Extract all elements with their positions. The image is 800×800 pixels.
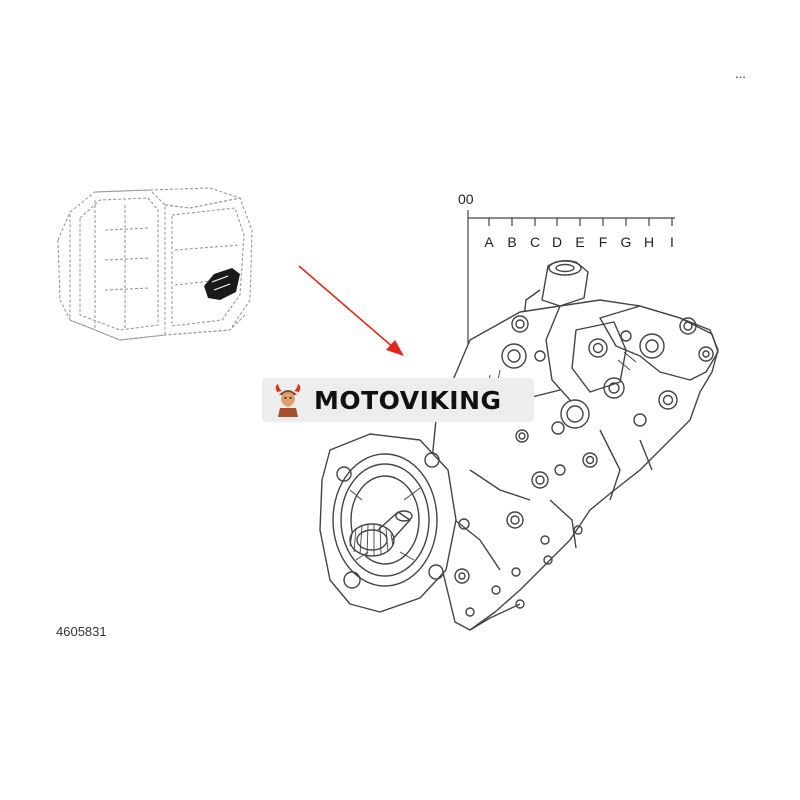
pointer-arrow (298, 265, 404, 356)
scale-letter-c: C (530, 234, 540, 250)
scale-letter-d: D (552, 234, 562, 250)
scale-letter-i: I (670, 234, 674, 250)
reference-scale: 00 A B C D E F G H I (458, 191, 675, 372)
scale-letter-b: B (507, 234, 516, 250)
excavator-locator (57, 187, 253, 341)
scale-letter-g: G (621, 234, 632, 250)
scale-letter-h: H (644, 234, 654, 250)
viking-mascot-icon (275, 384, 301, 417)
corner-mark: ... (735, 66, 746, 81)
brand-name: MOTOVIKING (314, 385, 502, 415)
watermark-banner: MOTOVIKING (262, 378, 534, 422)
hydraulic-pump-drawing (319, 259, 719, 631)
scale-letter-f: F (599, 234, 608, 250)
scale-letter-a: A (484, 234, 494, 250)
scale-origin-label: 00 (458, 191, 474, 207)
part-number: 4605831 (56, 624, 107, 639)
scale-letter-e: E (575, 234, 584, 250)
highlighted-pump-on-locator (204, 268, 240, 300)
